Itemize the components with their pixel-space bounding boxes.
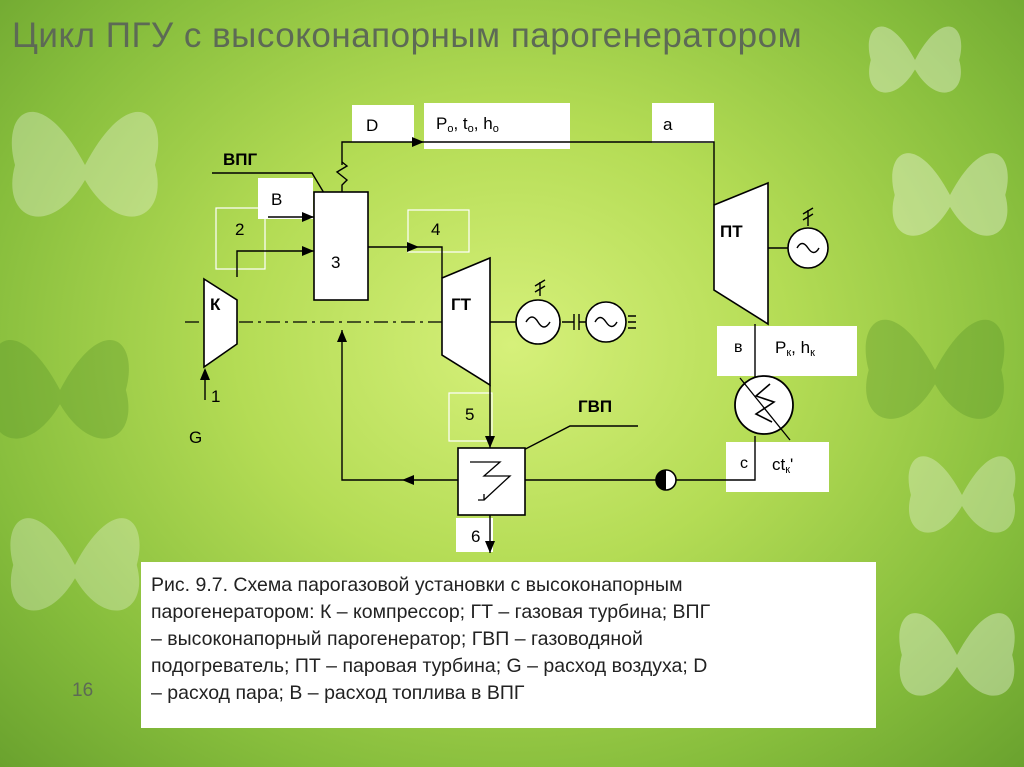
butterfly-decoration-icon xyxy=(908,456,1016,533)
label-box-d xyxy=(352,105,414,142)
label-box-c xyxy=(726,442,829,492)
label-fuel: B xyxy=(271,190,282,209)
label-frame-5 xyxy=(448,392,493,442)
butterfly-decoration-icon xyxy=(892,153,1008,236)
exhaust-arrow-icon xyxy=(485,436,495,448)
label-gvp: ГВП xyxy=(578,397,612,416)
label-gas-turbine: ГТ xyxy=(451,295,472,314)
label-steam-turbine: ПТ xyxy=(720,222,743,241)
steam-arrow-icon xyxy=(412,137,424,147)
butterfly-decoration-icon xyxy=(899,613,1015,696)
compressor xyxy=(203,277,238,369)
air-inlet-arrow-icon xyxy=(200,368,210,380)
label-steam-generator-number: 3 xyxy=(331,253,340,272)
label-frames xyxy=(215,207,493,442)
pt-generator xyxy=(787,227,829,269)
slide-title: Цикл ПГУ с высоконапорным парогенераторо… xyxy=(12,16,803,55)
label-point-1: 1 xyxy=(211,387,220,406)
gas-turbine xyxy=(441,256,491,387)
pipes xyxy=(204,141,814,553)
label-point-2: 2 xyxy=(235,220,244,239)
label-point-c: c xyxy=(740,455,748,472)
water-arrow-icon xyxy=(402,475,414,485)
gvp-leader-line xyxy=(507,425,638,459)
feed-pump xyxy=(655,469,677,491)
label-compressor: К xyxy=(210,295,221,314)
ac-wave-icon xyxy=(525,316,551,328)
heated-water-line xyxy=(341,330,458,481)
condensate-line xyxy=(676,436,756,481)
caption-line: подогреватель; ПТ – паровая турбина; G –… xyxy=(151,655,708,677)
label-point-4: 4 xyxy=(431,220,440,239)
label-steam: D xyxy=(366,116,378,135)
heater-coil-icon xyxy=(470,461,512,501)
hot-gas-line xyxy=(368,246,443,278)
label-box-b xyxy=(258,178,313,219)
pt-generator-ground xyxy=(802,207,814,226)
label-box-condenser-params xyxy=(717,326,857,376)
label-point-b: в xyxy=(734,339,743,356)
water-up-arrow-icon xyxy=(337,330,347,342)
label-box-a xyxy=(652,103,714,143)
arrowheads xyxy=(200,137,495,553)
butterfly-decoration-icon xyxy=(0,340,129,439)
label-frame-2 xyxy=(215,207,266,270)
fuel-arrow-icon xyxy=(302,212,314,222)
gas-water-heater xyxy=(457,447,526,516)
aux-generator xyxy=(585,301,627,343)
label-frame-4 xyxy=(407,209,470,253)
label-point-a: a xyxy=(663,115,673,134)
compressed-air-line xyxy=(236,250,314,277)
caption-line: парогенератором: К – компрессор; ГТ – га… xyxy=(151,601,711,623)
label-vpg: ВПГ xyxy=(223,150,257,169)
caption-line: Рис. 9.7. Схема парогазовой установки с … xyxy=(151,574,683,596)
label-condensate: ctк' xyxy=(772,455,793,476)
superheater-zigzag xyxy=(335,161,349,192)
ac-wave-icon xyxy=(796,242,820,254)
ac-wave-icon xyxy=(594,316,618,328)
label-point-6: 6 xyxy=(471,527,480,546)
steam-generator xyxy=(313,191,369,301)
caption-line: – высоконапорный парогенератор; ГВП – га… xyxy=(151,628,643,650)
butterfly-decoration-icon xyxy=(865,319,1005,419)
label-condenser-params: Pк, hк xyxy=(775,338,815,359)
pump-icon xyxy=(656,470,666,490)
steam-turbine xyxy=(713,181,769,326)
label-box-6 xyxy=(456,518,493,552)
caption-line: – расход пара; B – расход топлива в ВПГ xyxy=(151,682,525,704)
label-point-5: 5 xyxy=(465,405,474,424)
butterfly-decoration-icon xyxy=(11,111,159,217)
gt-generator xyxy=(515,299,561,345)
condenser xyxy=(734,375,794,441)
exhaust-out-arrow-icon xyxy=(485,541,495,553)
page-number: 16 xyxy=(72,680,94,701)
condenser-coil-icon xyxy=(754,383,776,423)
gas-arrow-icon xyxy=(407,242,419,252)
clutch xyxy=(562,314,587,330)
butterfly-decoration-icon xyxy=(10,518,140,611)
figure-caption: Рис. 9.7. Схема парогазовой установки с … xyxy=(141,562,876,728)
label-steam-params: Po, to, ho xyxy=(436,114,499,135)
gt-generator-ground xyxy=(534,279,546,296)
butterfly-decoration-icon xyxy=(868,26,962,93)
air-arrow-icon xyxy=(302,246,314,256)
generator-terminals xyxy=(628,315,636,329)
steam-line xyxy=(341,141,715,205)
label-air-flow: G xyxy=(189,428,202,447)
